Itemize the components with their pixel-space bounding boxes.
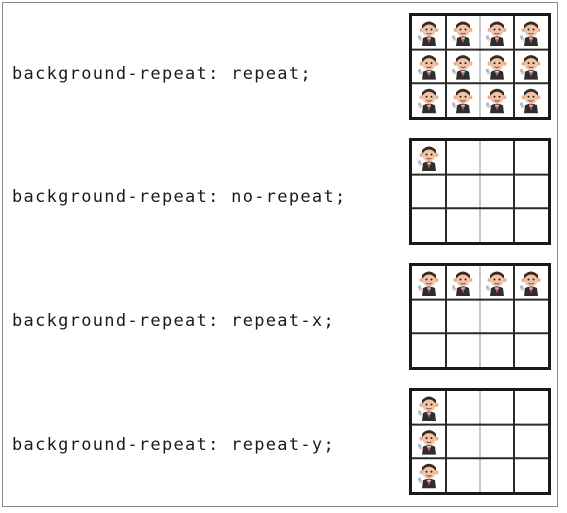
cartoon-person-icon [418,55,439,80]
repeat-y-demo-box [409,388,551,495]
cartoon-person-icon [418,21,439,46]
css-declaration-label: background-repeat: repeat-x; [12,311,335,331]
repeat-x-demo-box [409,263,551,370]
css-declaration-label: background-repeat: repeat-y; [12,435,335,455]
cartoon-person-icon [486,88,507,114]
cartoon-person-icon [486,271,507,296]
cartoon-person-icon [418,430,439,455]
cartoon-person-icon [520,55,541,80]
tile-grid [412,141,548,242]
cartoon-person-icon [520,271,541,296]
cartoon-person-icon [452,21,473,46]
cartoon-person-icon [418,463,439,489]
tile-grid [412,16,548,117]
cartoon-person-icon [452,271,473,296]
cartoon-person-icon [520,88,541,114]
cartoon-person-icon [486,55,507,80]
cartoon-person-icon [452,88,473,114]
cartoon-person-icon [418,396,439,421]
example-row-repeat: background-repeat: repeat; [3,13,559,123]
cartoon-person-icon [418,88,439,114]
example-row-no-repeat: background-repeat: no-repeat; [3,138,559,248]
cartoon-person-icon [418,271,439,296]
example-row-repeat-x: background-repeat: repeat-x; [3,263,559,373]
cartoon-person-icon [452,55,473,80]
repeat-demo-box [409,13,551,120]
no-repeat-demo-box [409,138,551,245]
css-declaration-label: background-repeat: no-repeat; [12,187,347,207]
cartoon-person-icon [418,146,439,171]
css-declaration-label: background-repeat: repeat; [12,64,312,84]
cartoon-person-icon [486,21,507,46]
tile-grid [412,391,548,492]
tile-grid [412,266,548,367]
cartoon-person-icon [520,21,541,46]
examples-panel: background-repeat: repeat; background-re… [2,2,558,507]
example-row-repeat-y: background-repeat: repeat-y; [3,388,559,498]
